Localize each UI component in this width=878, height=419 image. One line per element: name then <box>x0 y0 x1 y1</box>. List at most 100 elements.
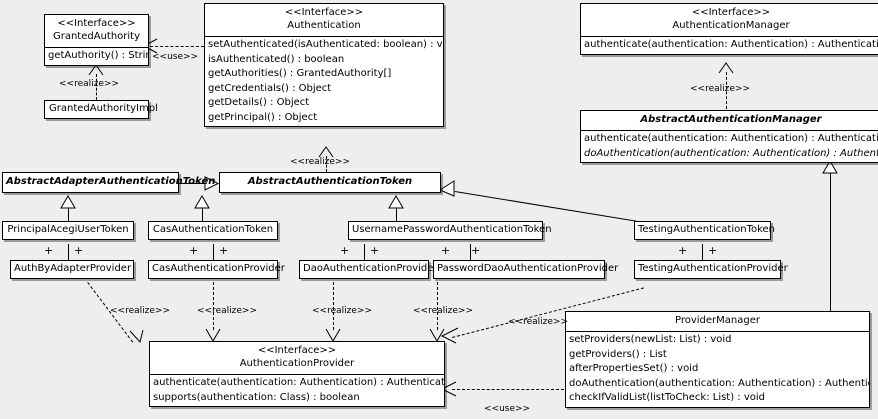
method-authenticate: authenticate(authentication: Authenticat… <box>153 377 444 388</box>
class-header-principalacegiusertoken: PrincipalAcegiUserToken <box>3 222 133 239</box>
class-name-authenticationprovider: AuthenticationProvider <box>239 358 355 369</box>
edge-label-use-authprovider: <<use>> <box>484 404 531 414</box>
class-name-testingauthenticationtoken: TestingAuthenticationToken <box>638 224 776 235</box>
realize-open-arrow-authprovider-3 <box>325 328 341 342</box>
class-box-abstractadapterauthenticationtoken[interactable]: AbstractAdapterAuthenticationToken <box>2 172 215 193</box>
class-box-testingauthenticationprovider[interactable]: TestingAuthenticationProvider <box>634 260 788 279</box>
class-header-grantedauthorityimpl: GrantedAuthorityImpl <box>45 101 158 118</box>
class-box-authentication[interactable]: <<Interface>> Authentication setAuthenti… <box>204 3 444 127</box>
class-box-casauthenticationtoken[interactable]: CasAuthenticationToken <box>148 221 278 240</box>
edge-label-realize-p3: <<realize>> <box>312 306 372 316</box>
edge-usernametoken-extends-abstracttoken <box>396 208 397 222</box>
class-box-passworddaoauthenticationprovider[interactable]: PasswordDaoAuthenticationProvider <box>433 260 618 279</box>
realize-open-arrow-authprovider-1 <box>129 329 144 344</box>
class-box-abstractauthenticationtoken[interactable]: AbstractAuthenticationToken <box>219 172 441 193</box>
class-header-authenticationmanager: <<Interface>> AuthenticationManager <box>581 4 878 36</box>
class-name-casauthenticationtoken: CasAuthenticationToken <box>152 224 274 235</box>
realize-open-arrow-authprovider-5 <box>440 327 459 344</box>
class-box-daoauthenticationprovider[interactable]: DaoAuthenticationProvider <box>299 260 438 279</box>
edge-abstractmgr-realizes-authmanager <box>726 72 727 109</box>
class-header-grantedauthority: <<Interface>> GrantedAuthority <box>45 15 148 47</box>
stereotype-interface: <<Interface>> <box>57 18 136 29</box>
class-box-providermanager[interactable]: ProviderManager setProviders(newList: Li… <box>565 311 870 408</box>
method-getcredentials: getCredentials() : Object <box>208 82 332 94</box>
class-header-abstractadapterauthenticationtoken: AbstractAdapterAuthenticationToken <box>3 173 215 192</box>
multiplicity-plus-2: + <box>74 244 84 257</box>
class-box-principalacegiusertoken[interactable]: PrincipalAcegiUserToken <box>2 221 134 240</box>
multiplicity-plus-6: + <box>370 244 380 257</box>
class-name-testingauthenticationprovider: TestingAuthenticationProvider <box>638 263 788 274</box>
class-box-usernamepasswordauthenticationtoken[interactable]: UsernamePasswordAuthenticationToken <box>348 221 552 240</box>
edge-castoken-extends-abstracttoken <box>202 208 203 222</box>
class-header-testingauthenticationtoken: TestingAuthenticationToken <box>635 222 776 239</box>
realize-triangle-authentication <box>318 146 334 158</box>
methods-abstractauthenticationmanager: authenticate(authentication: Authenticat… <box>581 130 878 162</box>
class-name-abstractauthenticationmanager: AbstractAuthenticationManager <box>640 114 822 125</box>
edge-testingtoken-assoc-testingprovider <box>702 244 703 260</box>
class-header-usernamepasswordauthenticationtoken: UsernamePasswordAuthenticationToken <box>349 222 552 239</box>
methods-grantedauthority: getAuthority() : String <box>45 47 148 65</box>
edge-castoken-assoc-casprovider <box>213 244 214 260</box>
class-box-authenticationmanager[interactable]: <<Interface>> AuthenticationManager auth… <box>580 3 878 55</box>
method-isauthenticated: isAuthenticated() : boolean <box>208 53 345 65</box>
edge-providermanager-extends-abstractmgr <box>830 172 831 311</box>
edge-label-realize-authentication: <<realize>> <box>290 157 350 167</box>
class-box-authenticationprovider[interactable]: <<Interface>> AuthenticationProvider aut… <box>149 341 445 407</box>
method-getproviders: getProviders() : List <box>569 348 667 360</box>
realize-triangle-grantedauthority <box>88 64 104 76</box>
class-name-authentication: Authentication <box>287 20 361 31</box>
class-name-authbyadapterprovider: AuthByAdapterProvider <box>14 263 132 274</box>
edge-daoprovider-realizes-authprovider <box>333 282 334 330</box>
class-name-grantedauthority: GrantedAuthority <box>52 31 141 42</box>
stereotype-interface: <<Interface>> <box>257 345 337 356</box>
class-header-passworddaoauthenticationprovider: PasswordDaoAuthenticationProvider <box>434 261 618 278</box>
realize-triangle-authenticationmanager <box>718 62 734 74</box>
generalize-triangle-adaptertoken <box>60 195 76 209</box>
edge-abstracttoken-realizes-authentication <box>326 156 327 172</box>
class-box-abstractauthenticationmanager[interactable]: AbstractAuthenticationManager authentica… <box>580 110 878 163</box>
class-header-casauthenticationprovider: CasAuthenticationProvider <box>149 261 285 278</box>
realize-open-arrow-authprovider-2 <box>205 328 221 342</box>
edge-casprovider-realizes-authprovider <box>213 282 214 330</box>
generalize-triangle-abstracttoken-left <box>204 176 220 191</box>
generalize-triangle-abstractmgr <box>822 160 838 174</box>
edge-label-realize-p1: <<realize>> <box>110 306 170 316</box>
class-box-casauthenticationprovider[interactable]: CasAuthenticationProvider <box>148 260 285 279</box>
class-box-grantedauthority[interactable]: <<Interface>> GrantedAuthority getAuthor… <box>44 14 149 66</box>
multiplicity-plus-4: + <box>219 244 229 257</box>
class-box-testingauthenticationtoken[interactable]: TestingAuthenticationToken <box>634 221 776 240</box>
multiplicity-plus-10: + <box>708 244 718 257</box>
class-header-testingauthenticationprovider: TestingAuthenticationProvider <box>635 261 788 278</box>
method-doauthentication: doAuthentication(authentication: Authent… <box>584 147 878 159</box>
stereotype-interface: <<Interface>> <box>691 7 771 18</box>
method-getprincipal: getPrincipal() : Object <box>208 111 318 123</box>
class-name-usernamepasswordauthenticationtoken: UsernamePasswordAuthenticationToken <box>352 224 552 235</box>
edge-grantedauthorityimpl-realizes <box>96 74 97 100</box>
edge-passworddaoprovider-realizes-authprovider <box>437 282 438 330</box>
class-box-authbyadapterprovider[interactable]: AuthByAdapterProvider <box>10 260 134 279</box>
edge-label-realize-grantedauthority: <<realize>> <box>59 79 119 89</box>
class-name-grantedauthorityimpl: GrantedAuthorityImpl <box>49 103 158 114</box>
class-header-abstractauthenticationtoken: AbstractAuthenticationToken <box>220 173 440 192</box>
edge-label-realize-p5: <<realize>> <box>508 317 568 327</box>
class-header-authentication: <<Interface>> Authentication <box>205 4 443 36</box>
methods-authenticationmanager: authenticate(authentication: Authenticat… <box>581 36 878 54</box>
generalize-triangle-abstracttoken-testing <box>438 180 455 197</box>
method-getauthority: getAuthority() : String <box>48 50 148 61</box>
generalize-triangle-abstracttoken-username <box>388 195 404 209</box>
method-authenticate: authenticate(authentication: Authenticat… <box>584 39 878 50</box>
method-supports: supports(authentication: Class) : boolea… <box>153 391 360 403</box>
multiplicity-plus-7: + <box>441 244 451 257</box>
class-header-daoauthenticationprovider: DaoAuthenticationProvider <box>300 261 438 278</box>
multiplicity-plus-3: + <box>189 244 199 257</box>
edge-principaltoken-assoc-authbyadapter <box>68 244 69 260</box>
class-header-casauthenticationtoken: CasAuthenticationToken <box>149 222 277 239</box>
edge-adaptertoken-extends-abstracttoken <box>178 183 208 184</box>
methods-authentication: setAuthenticated(isAuthenticated: boolea… <box>205 36 443 126</box>
edge-label-realize-p2: <<realize>> <box>197 306 257 316</box>
method-afterpropertiesset: afterPropertiesSet() : void <box>569 363 699 374</box>
edge-label-use-grantedauthority: <<use>> <box>152 52 199 62</box>
class-header-abstractauthenticationmanager: AbstractAuthenticationManager <box>581 111 878 130</box>
class-box-grantedauthorityimpl[interactable]: GrantedAuthorityImpl <box>44 100 158 119</box>
